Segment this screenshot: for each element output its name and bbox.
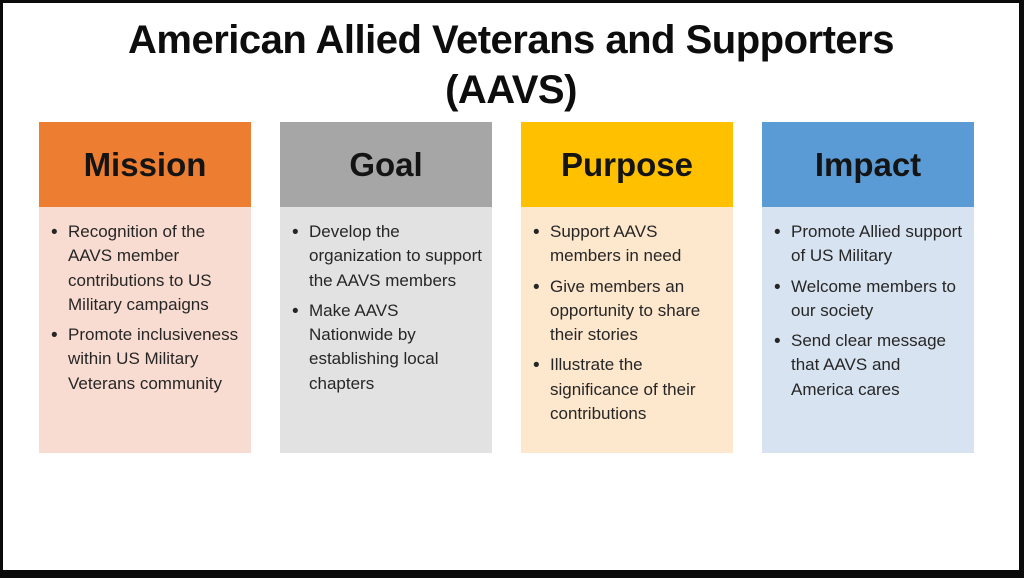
column-goal-body: Develop the organization to support the …: [280, 207, 492, 453]
column-impact-header: Impact: [762, 122, 974, 207]
column-mission-header: Mission: [39, 122, 251, 207]
column-mission: Mission Recognition of the AAVS member c…: [39, 122, 251, 453]
column-impact-label: Impact: [814, 145, 922, 183]
title-line-1: American Allied Veterans and Supporters: [128, 18, 894, 62]
column-purpose-body: Support AAVS members in need Give member…: [521, 207, 733, 453]
bullet-item: Recognition of the AAVS member contribut…: [46, 219, 242, 317]
bullet-item: Support AAVS members in need: [528, 219, 724, 269]
column-impact-body: Promote Allied support of US Military We…: [762, 207, 974, 453]
column-impact: Impact Promote Allied support of US Mili…: [762, 122, 974, 453]
columns-row: Mission Recognition of the AAVS member c…: [39, 122, 974, 453]
bullet-item: Welcome members to our society: [769, 274, 965, 324]
bullet-item: Give members an opportunity to share the…: [528, 274, 724, 348]
bullet-list: Develop the organization to support the …: [287, 219, 483, 396]
slide-title: American Allied Veterans and Supporters …: [3, 15, 1019, 116]
bullet-list: Recognition of the AAVS member contribut…: [46, 219, 242, 396]
bullet-list: Promote Allied support of US Military We…: [769, 219, 965, 402]
bullet-item: Develop the organization to support the …: [287, 219, 483, 293]
column-mission-body: Recognition of the AAVS member contribut…: [39, 207, 251, 453]
column-mission-label: Mission: [83, 145, 207, 183]
bullet-item: Illustrate the significance of their con…: [528, 352, 724, 426]
column-goal-header: Goal: [280, 122, 492, 207]
bullet-item: Promote Allied support of US Military: [769, 219, 965, 269]
bullet-item: Send clear message that AAVS and America…: [769, 328, 965, 402]
column-purpose-label: Purpose: [560, 145, 694, 183]
bullet-item: Make AAVS Nationwide by establishing loc…: [287, 298, 483, 396]
column-purpose-header: Purpose: [521, 122, 733, 207]
column-goal: Goal Develop the organization to support…: [280, 122, 492, 453]
bullet-list: Support AAVS members in need Give member…: [528, 219, 724, 426]
bullet-item: Promote inclusiveness within US Military…: [46, 322, 242, 396]
title-line-2: (AAVS): [445, 68, 577, 113]
column-goal-label: Goal: [349, 145, 423, 183]
column-purpose: Purpose Support AAVS members in need Giv…: [521, 122, 733, 453]
